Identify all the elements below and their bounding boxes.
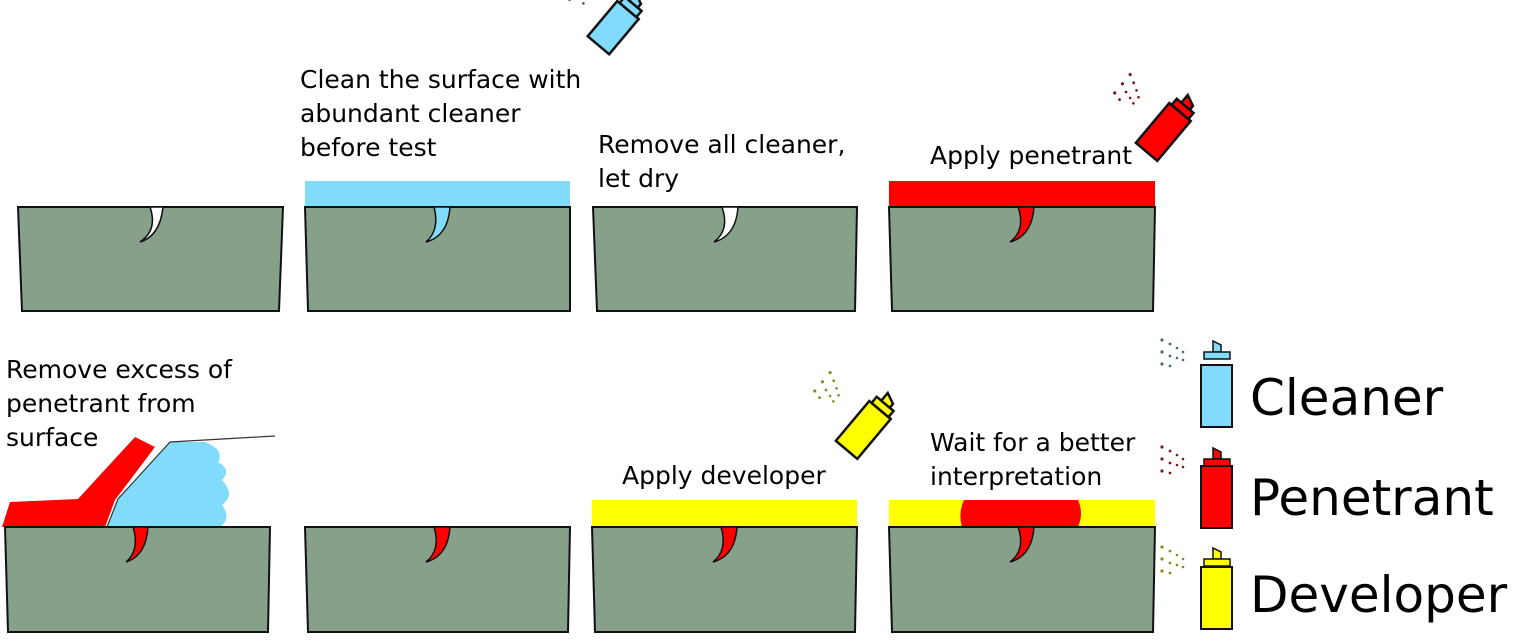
developer-spray-can-icon	[1200, 566, 1233, 630]
step-4-penetrant: Apply penetrant	[887, 72, 1196, 312]
developer-spray-can-icon	[834, 390, 896, 461]
step-7-developer: Apply developer	[590, 370, 896, 633]
penetrant-layer	[889, 181, 1155, 208]
penetrant-cloth	[2, 437, 155, 527]
legend: Cleaner Penetrant Developer	[1160, 338, 1508, 630]
developer-layer	[592, 500, 857, 527]
step-3-dry: Remove all cleaner,let dry	[591, 130, 859, 312]
svg-text:Penetrant: Penetrant	[1250, 469, 1494, 527]
penetrant-spray-can-icon	[1134, 92, 1196, 163]
cleaner-layer	[305, 181, 570, 208]
step-6-clean-surface	[303, 526, 572, 633]
svg-text:Developer: Developer	[1250, 566, 1508, 624]
legend-developer: Developer	[1160, 545, 1508, 630]
cleaner-spray-can-icon	[585, 0, 644, 56]
cleaner-wipe	[107, 442, 229, 527]
legend-cleaner: Cleaner	[1160, 338, 1444, 428]
cleaner-spray-can-icon	[1200, 364, 1233, 428]
step-3-caption: Remove all cleaner,let dry	[598, 130, 845, 193]
step-1-initial-part	[16, 206, 285, 312]
step-7-caption: Apply developer	[622, 461, 826, 490]
penetrant-spray-can-icon	[1200, 465, 1233, 529]
indication-bleed	[960, 500, 1081, 527]
step-4-caption: Apply penetrant	[930, 141, 1132, 170]
svg-text:Cleaner: Cleaner	[1250, 369, 1444, 427]
legend-penetrant: Penetrant	[1160, 445, 1494, 529]
